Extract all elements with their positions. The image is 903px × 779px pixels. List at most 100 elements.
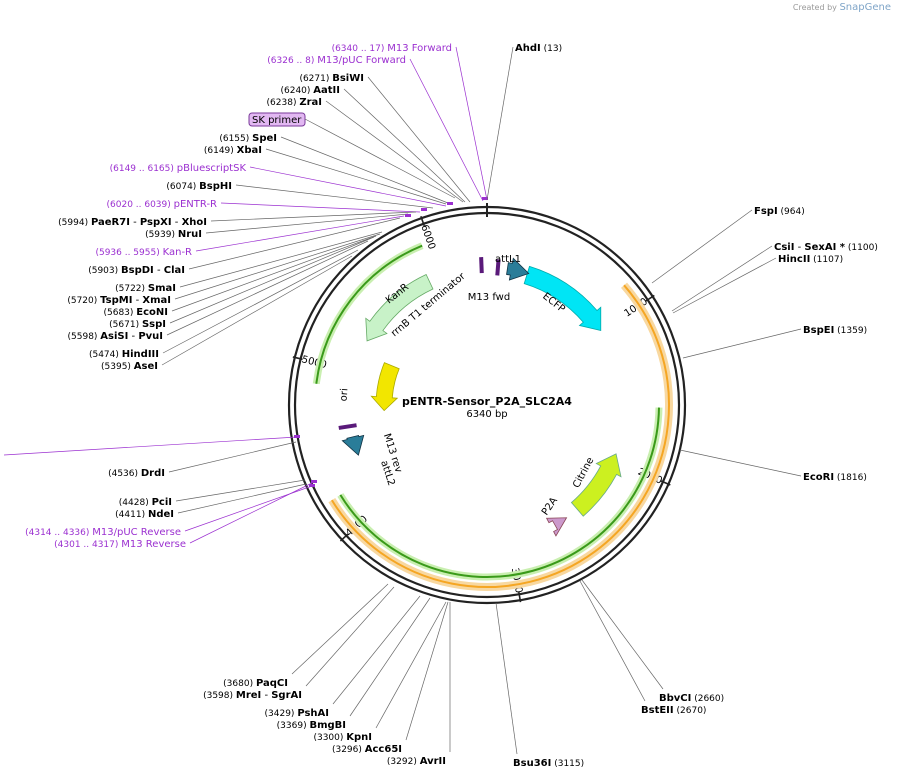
bottom-label-name-3: BmgBI	[309, 720, 346, 731]
left-label-name-8-0: pBluescriptSK	[177, 163, 247, 174]
left-label-25: (4411) NdeI	[115, 483, 307, 520]
p2a-label: P2A	[540, 495, 560, 517]
p2a-feature	[545, 517, 568, 537]
right-label-pos-5: (1816)	[834, 473, 867, 483]
left-label-name-11-1: PspXI	[140, 217, 172, 228]
bottom-label-pos-8: (2660)	[691, 694, 724, 704]
bottom-label-pos-1: (3598)	[203, 691, 236, 701]
tick-mark-5000	[292, 356, 303, 361]
left-leader-25	[177, 483, 307, 514]
bottom-leader-3	[349, 597, 431, 717]
left-leader-21	[161, 255, 353, 366]
bottom-label-5: (3296) Acc65I	[332, 601, 449, 755]
bottom-label-pos-3: (3369)	[277, 721, 310, 731]
left-label-pos-23: (4536)	[108, 469, 141, 479]
left-label-9: (6074) BspHI	[166, 181, 434, 209]
bottom-label-text-7: Bsu36I (3115)	[513, 758, 584, 769]
left-label-pos-2: (6271)	[299, 74, 332, 84]
right-label-text-4: BspEI (1359)	[803, 325, 867, 336]
left-label-pos-8: (6149 .. 6165)	[110, 164, 177, 174]
left-label-pos-4: (6238)	[267, 98, 300, 108]
left-label-name-19-0: AsiSI	[100, 331, 128, 342]
left-label-name-0-0: M13 Forward	[387, 43, 452, 54]
left-label-3: (6240) AatII	[280, 85, 466, 203]
left-label-pos-1: (6326 .. 8)	[267, 56, 317, 66]
left-label-text-19: (5598) AsiSI - PvuI	[68, 331, 164, 342]
left-leader-14	[188, 217, 401, 270]
left-leader-18	[169, 236, 375, 324]
left-label-24: (4428) PciI	[119, 479, 306, 508]
right-label-star-2: *	[836, 242, 845, 253]
bottom-label-pos-2: (3429)	[265, 709, 298, 719]
right-label-0: AhdI (13)	[486, 43, 562, 201]
m13-rev-mark	[338, 423, 357, 430]
left-label-name-13-0: Kan-R	[163, 247, 192, 258]
left-label-text-26: (4314 .. 4336) M13/pUC Reverse	[25, 527, 181, 538]
left-label-pos-20: (5474)	[89, 350, 122, 360]
kanr-feature	[365, 273, 434, 342]
primer-site-mark-4	[294, 435, 300, 438]
primer-site-mark-6	[311, 480, 317, 483]
bottom-label-0: (3680) PaqCI	[223, 583, 389, 689]
left-label-sep-11-2: -	[172, 217, 182, 228]
bottom-label-name-0: PaqCI	[256, 678, 288, 689]
left-label-pos-21: (5395)	[101, 362, 134, 372]
right-leader-2	[671, 245, 773, 312]
left-label-2: (6271) BsiWI	[299, 73, 471, 203]
left-label-pos-14: (5903)	[88, 266, 121, 276]
sk-primer-box	[248, 112, 306, 127]
left-label-name-27-0: M13 Reverse	[121, 539, 186, 550]
left-label-13: (5936 .. 5955) Kan-R	[95, 215, 405, 258]
right-leader-1	[651, 209, 753, 284]
left-label-name-2-0: BsiWI	[332, 73, 364, 84]
bottom-label-text-3: (3369) BmgBI	[277, 720, 346, 731]
bottom-label-name-9: BstEII	[641, 705, 674, 716]
left-label-text-13: (5936 .. 5955) Kan-R	[95, 247, 192, 258]
left-label-text-1: (6326 .. 8) M13/pUC Forward	[267, 55, 406, 66]
left-label-text-9: (6074) BspHI	[166, 181, 232, 192]
bottom-label-name-5: Acc65I	[365, 744, 402, 755]
left-leader-0	[455, 46, 488, 201]
bottom-label-text-2: (3429) PshAI	[265, 708, 329, 719]
left-label-text-0: (6340 .. 17) M13 Forward	[332, 43, 452, 54]
left-label-text-2: (6271) BsiWI	[299, 73, 364, 84]
right-label-text-2: CsiI - SexAI * (1100)	[774, 242, 878, 253]
left-label-pos-0: (6340 .. 17)	[332, 44, 388, 54]
right-label-name2-2: SexAI	[804, 242, 836, 253]
bottom-label-text-8: BbvCI (2660)	[659, 693, 724, 704]
left-label-pos-11: (5994)	[58, 218, 91, 228]
left-label-pos-16: (5720)	[67, 296, 100, 306]
left-label-pos-13: (5936 .. 5955)	[95, 248, 162, 258]
bottom-leader-8	[581, 579, 664, 690]
left-label-text-12: (5939) NruI	[145, 229, 202, 240]
left-label-pos-18: (5671)	[109, 320, 142, 330]
bottom-label-pos-0: (3680)	[223, 679, 256, 689]
bottom-leader-9	[579, 580, 646, 702]
left-label-pos-9: (6074)	[166, 182, 199, 192]
left-label-name-14-0: BspDI	[121, 265, 154, 276]
bottom-label-1: (3598) MreI - SgrAI	[203, 586, 395, 701]
left-label-11: (5994) PaeR7I - PspXI - XhoI	[58, 211, 417, 228]
bottom-label-text-1: (3598) MreI - SgrAI	[203, 690, 302, 701]
left-label-name-15-0: SmaI	[148, 283, 176, 294]
bottom-label-pos-6: (3292)	[387, 757, 420, 767]
right-label-4: BspEI (1359)	[682, 325, 867, 359]
bottom-leader-2	[332, 595, 421, 705]
cds-inner-band	[339, 407, 660, 578]
sk-primer-label: SK primer	[252, 115, 302, 126]
ori-feature	[370, 362, 400, 412]
ori-label: ori	[339, 388, 351, 402]
left-label-text-14: (5903) BspDI - ClaI	[88, 265, 185, 276]
left-label-1: (6326 .. 8) M13/pUC Forward	[267, 55, 484, 202]
left-label-pos-15: (5722)	[115, 284, 148, 294]
right-label-1: FspI (964)	[651, 206, 805, 284]
left-label-name-12-0: NruI	[178, 229, 202, 240]
tick-mark-4000	[339, 533, 349, 542]
citrine-feature	[570, 453, 622, 517]
bottom-label-9: BstEII (2670)	[579, 580, 706, 716]
left-leader-2	[367, 76, 471, 203]
kanr-outer-glow	[312, 242, 424, 385]
snapgene-logo: SnapGene	[839, 2, 891, 13]
left-label-7: (6149) XbaI	[204, 145, 447, 205]
left-label-name-7-0: XbaI	[237, 145, 262, 156]
